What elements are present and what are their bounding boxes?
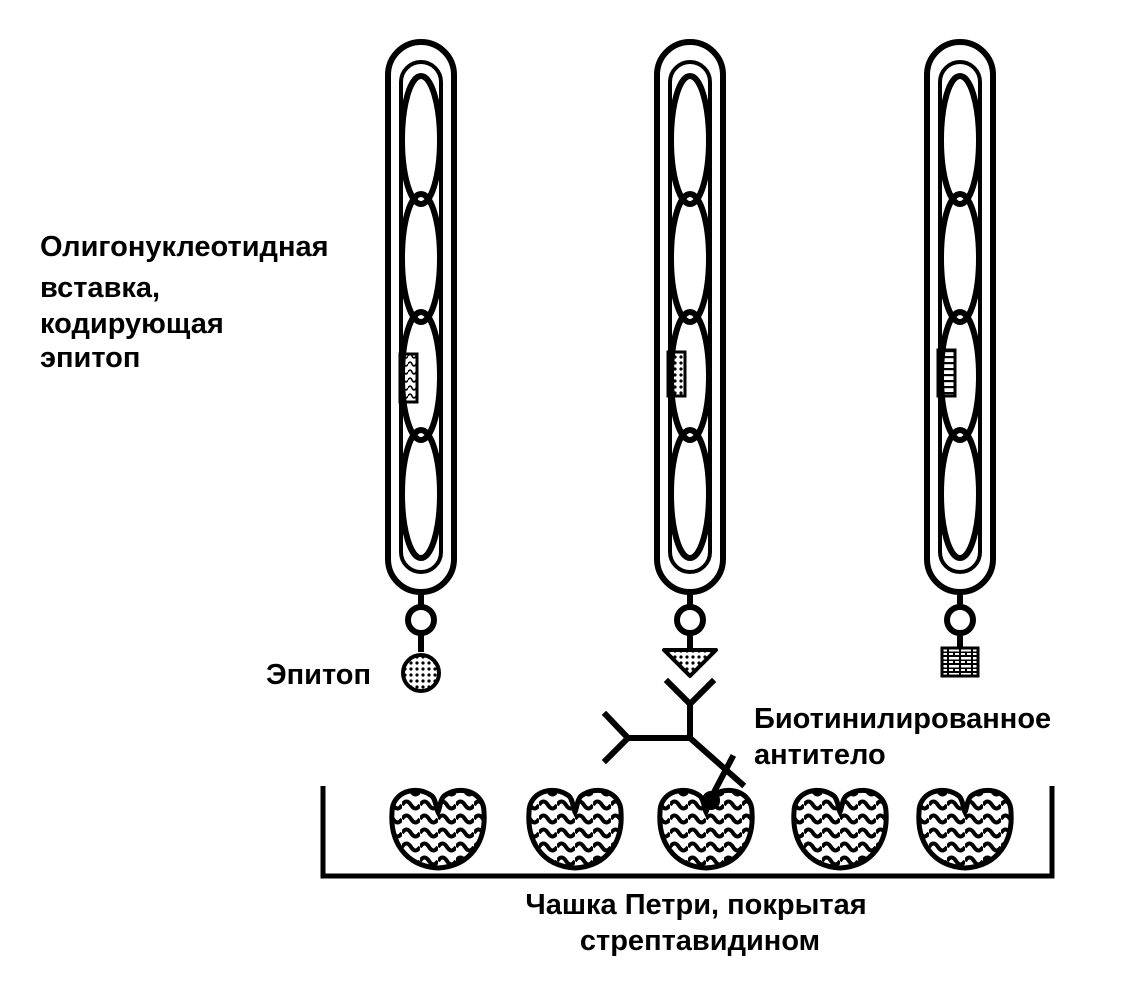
phage-2-linker-ring [674,604,706,636]
phage-2 [654,39,726,678]
biotin-binding-dot [702,792,720,810]
phage-3-insert [936,348,957,398]
streptavidin-molecule [791,787,889,871]
antibody-label-line: антитело [754,739,886,771]
phage-1-linker-ring [405,604,437,636]
streptavidin-molecule [526,787,624,871]
phage-3-outer-capsule [924,39,996,595]
insert-label-line: кодирующая [40,308,224,340]
phage-3-inner-capsule [938,60,982,574]
epitope-label: Эпитоп [266,659,371,691]
petri-dish [320,786,1055,879]
phage-1-helix [399,73,443,561]
insert-label-line: вставка, [40,272,160,304]
dish-label-line: стрептавидином [580,925,820,957]
insert-label-line: Олигонуклеотидная [40,231,329,263]
insert-label: Олигонуклеотидная вставка, кодирующая эп… [40,231,337,374]
phage-2-inner-capsule [668,60,712,574]
streptavidin-molecule [389,787,487,871]
streptavidin-molecule [916,787,1014,871]
phage-2-epitope-triangle [662,648,718,678]
streptavidin-molecule [657,787,755,871]
dish-label-line: Чашка Петри, покрытая [525,889,866,921]
antibody-label: Биотинилированное антитело [754,703,1059,771]
antibody-label-line: Биотинилированное [754,703,1051,735]
phage-1-outer-capsule [385,39,457,595]
phage-3-helix [938,73,982,561]
phage-3 [924,39,996,678]
phage-1-inner-capsule [399,60,443,574]
phage-1-insert [398,352,419,404]
phage-3-linker-ring [944,604,976,636]
phage-2-insert [666,350,687,398]
phage-2-outer-capsule [654,39,726,595]
biotinylated-antibody [601,677,747,801]
insert-label-line: эпитоп [40,342,140,374]
phage-1 [385,39,457,693]
dish-label: Чашка Петри, покрытая стрептавидином [525,889,874,957]
phage-2-helix [668,73,712,561]
phage-1-epitope-circle [401,653,441,693]
streptavidin-row [389,787,1014,871]
phage-3-epitope-square [940,646,980,678]
